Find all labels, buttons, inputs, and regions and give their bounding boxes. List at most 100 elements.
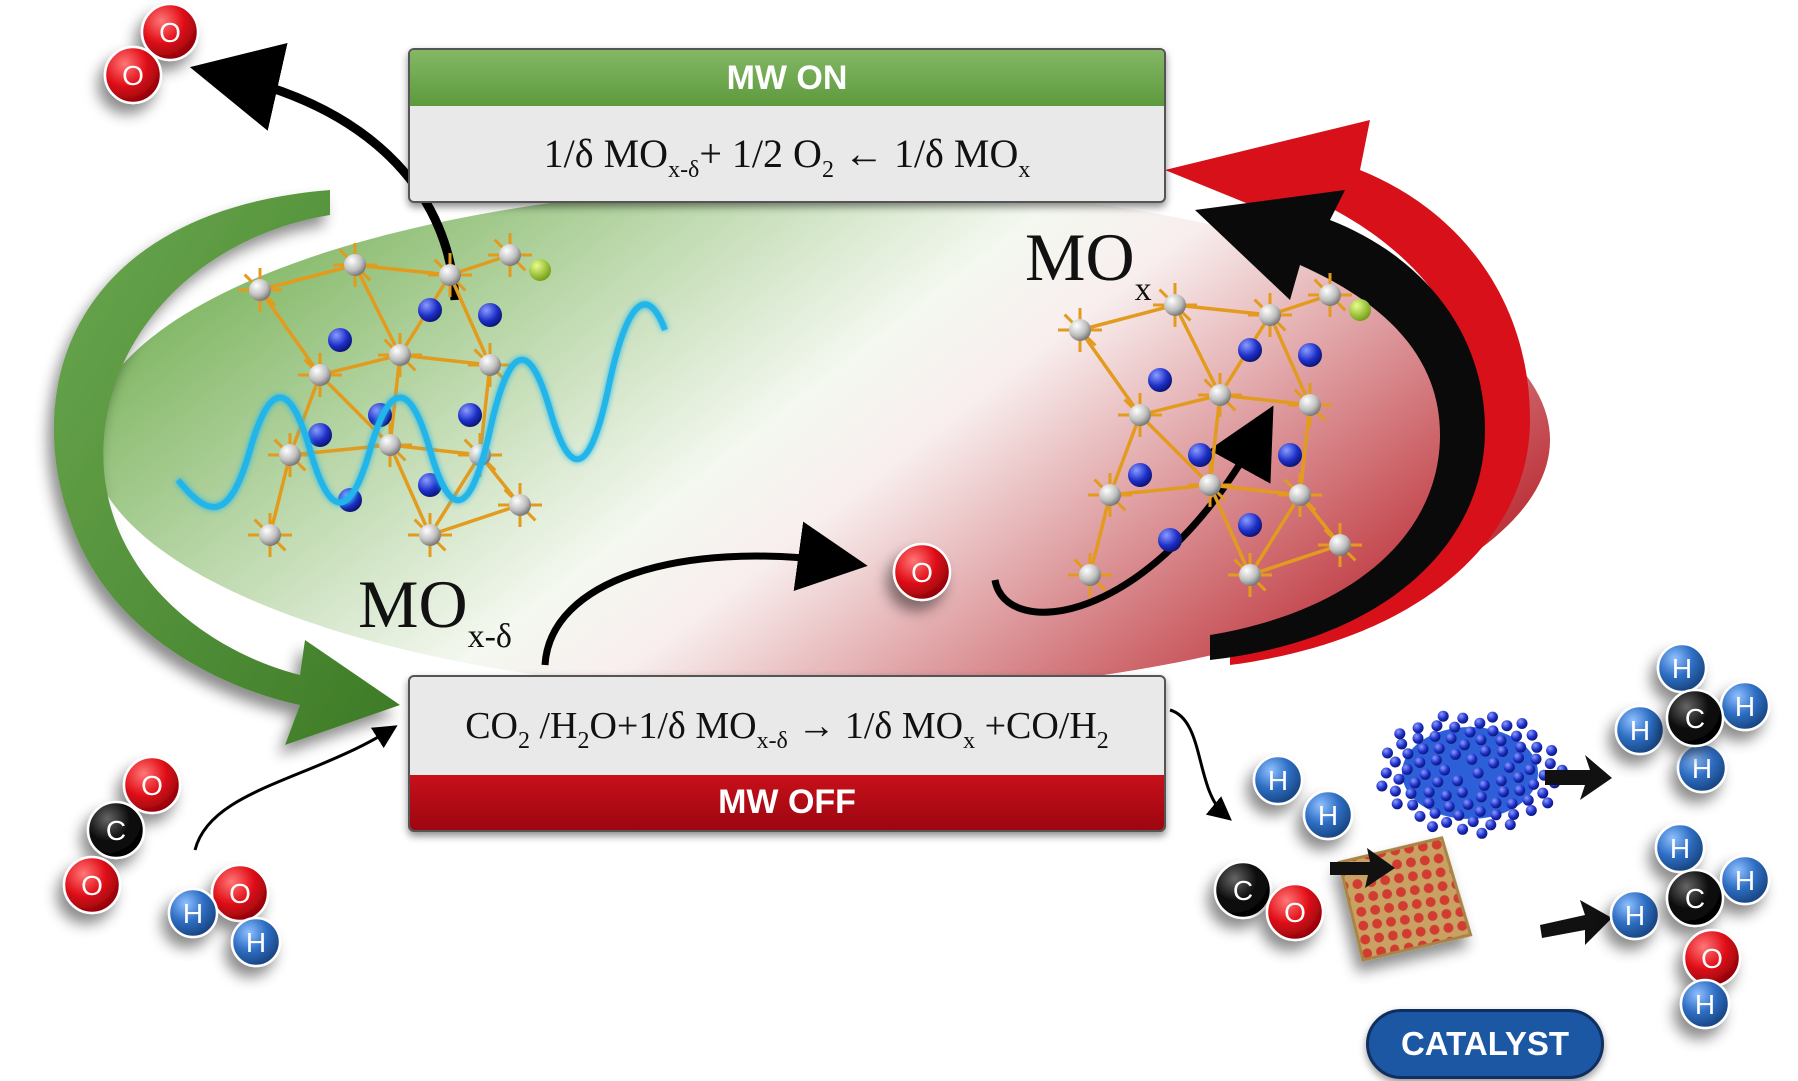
eq-term: O+1/δ MO — [589, 705, 757, 747]
lattice-oxygen-atom — [1148, 368, 1172, 392]
label-subscript: x — [1134, 271, 1152, 308]
label-main: MO — [1025, 219, 1135, 295]
cluster-particle — [1394, 728, 1406, 740]
cluster-particle — [1522, 794, 1534, 806]
oxygen-atom: O — [1682, 928, 1742, 988]
eq-subscript: x-δ — [756, 728, 788, 754]
oxygen-transfer-arrow — [541, 521, 868, 666]
cluster-particle — [1445, 732, 1457, 744]
oxygen-atom: O — [62, 855, 122, 915]
eq-subscript: 2 — [517, 728, 530, 754]
cluster-particle — [1433, 743, 1445, 754]
mw-on-equation: 1/δ MOx-δ+ 1/2 O2 ← 1/δ MOx — [410, 106, 1164, 201]
atom-symbol: H — [1268, 765, 1288, 796]
lattice-metal-atom — [389, 344, 411, 366]
lattice-oxygen-atom — [1238, 513, 1262, 537]
carbon-atom: C — [1213, 860, 1273, 920]
lattice-oxygen-atom — [1128, 463, 1152, 487]
hydrogen-atom: H — [1679, 978, 1731, 1030]
lattice-oxygen-atom — [1188, 443, 1212, 467]
catalyst-badge: CATALYST — [1366, 1009, 1604, 1079]
lattice-oxygen-atom — [458, 403, 482, 427]
lattice-oxygen-atom — [1298, 343, 1322, 367]
cluster-particle — [1467, 816, 1479, 828]
cluster-particle — [1443, 801, 1455, 812]
mw-off-footer: MW OFF — [410, 775, 1164, 830]
lattice-metal-atom — [344, 254, 366, 276]
cluster-particle — [1513, 771, 1524, 783]
crystal-oxidized — [1058, 273, 1371, 597]
crystal-bond — [259, 263, 356, 292]
cluster-particle — [1389, 785, 1401, 797]
lattice-metal-atom — [1164, 294, 1186, 316]
lattice-metal-atom — [1209, 384, 1231, 406]
eq-term: + 1/2 O — [699, 131, 822, 176]
cluster-particle — [1409, 777, 1421, 789]
hydrogen-atom: H — [1719, 854, 1771, 906]
lattice-metal-atom — [419, 524, 441, 546]
atom-symbol: O — [159, 17, 181, 48]
oxygen-atom: O — [140, 2, 200, 62]
atom-symbol: C — [106, 815, 126, 846]
cluster-particle — [1453, 809, 1465, 821]
lattice-metal-atom — [439, 264, 461, 286]
eq-subscript: x — [1018, 157, 1031, 183]
cluster-particle — [1501, 720, 1513, 732]
lattice-metal-atom — [1299, 394, 1321, 416]
cluster-particle — [1530, 753, 1542, 765]
atom-symbol: O — [141, 770, 163, 801]
crystal-bond — [429, 503, 521, 537]
lattice-oxygen-atom — [1278, 443, 1302, 467]
cluster-particle — [1457, 823, 1469, 835]
cycle-oval — [90, 185, 1550, 695]
mw-off-equation: CO2 /H2O+1/δ MOx-δ → 1/δ MOx +CO/H2 — [410, 677, 1164, 775]
cluster-particle — [1475, 791, 1487, 803]
black-cycle-arrow — [1195, 190, 1485, 660]
cluster-particle — [1544, 758, 1556, 770]
crystal-bond — [1208, 394, 1222, 486]
lattice-oxygen-atom — [478, 303, 502, 327]
atom-symbol: H — [1318, 800, 1338, 831]
crystal-bond — [1174, 303, 1271, 317]
oxygen-atom: O — [892, 542, 952, 602]
lattice-metal-atom — [1199, 474, 1221, 496]
hydrogen-atom: H — [1252, 754, 1304, 806]
lattice-oxygen-atom — [1238, 338, 1262, 362]
cluster-particle — [1393, 773, 1405, 785]
cluster-particle — [1528, 778, 1540, 790]
crystal-bond — [1268, 314, 1312, 406]
crystal-bond — [319, 353, 401, 377]
supported-catalyst — [1337, 836, 1473, 962]
cluster-particle — [1464, 726, 1476, 738]
cluster-particle — [1431, 720, 1443, 732]
oxygen-incorporation-arrow — [991, 405, 1274, 616]
lattice-metal-atom — [499, 244, 521, 266]
crystal-bond — [1249, 543, 1341, 577]
atom-symbol: C — [1685, 883, 1705, 914]
mw-off-box: CO2 /H2O+1/δ MOx-δ → 1/δ MOx +CO/H2 MW O… — [408, 675, 1166, 832]
cluster-particle — [1475, 734, 1487, 746]
oxygen-atom: O — [210, 863, 270, 923]
arrow-to-methanol — [1540, 900, 1612, 945]
cluster-particle — [1423, 786, 1435, 798]
crystal-bond — [1219, 393, 1311, 407]
cluster-particle — [1474, 717, 1486, 729]
cluster-particle — [1380, 767, 1392, 779]
hydrogen-atom: H — [1654, 822, 1706, 874]
lattice-metal-atom — [379, 434, 401, 456]
eq-term: +CO/H — [975, 705, 1097, 747]
cluster-particle — [1423, 797, 1435, 809]
cluster-particle — [1490, 797, 1502, 809]
crystal-bond — [478, 364, 492, 456]
oxidized-oxide-label: MOx — [1025, 218, 1152, 309]
oxygen-atom: O — [103, 45, 163, 105]
lattice-metal-atom — [1319, 284, 1341, 306]
atom-symbol: H — [1692, 753, 1712, 784]
carbon-atom: C — [86, 800, 146, 860]
cluster-particle — [1498, 786, 1509, 798]
crystal-bond — [268, 454, 292, 536]
cluster-particle — [1405, 788, 1417, 799]
cluster-particle — [1427, 821, 1438, 833]
hydrogen-atom: H — [1614, 704, 1666, 756]
